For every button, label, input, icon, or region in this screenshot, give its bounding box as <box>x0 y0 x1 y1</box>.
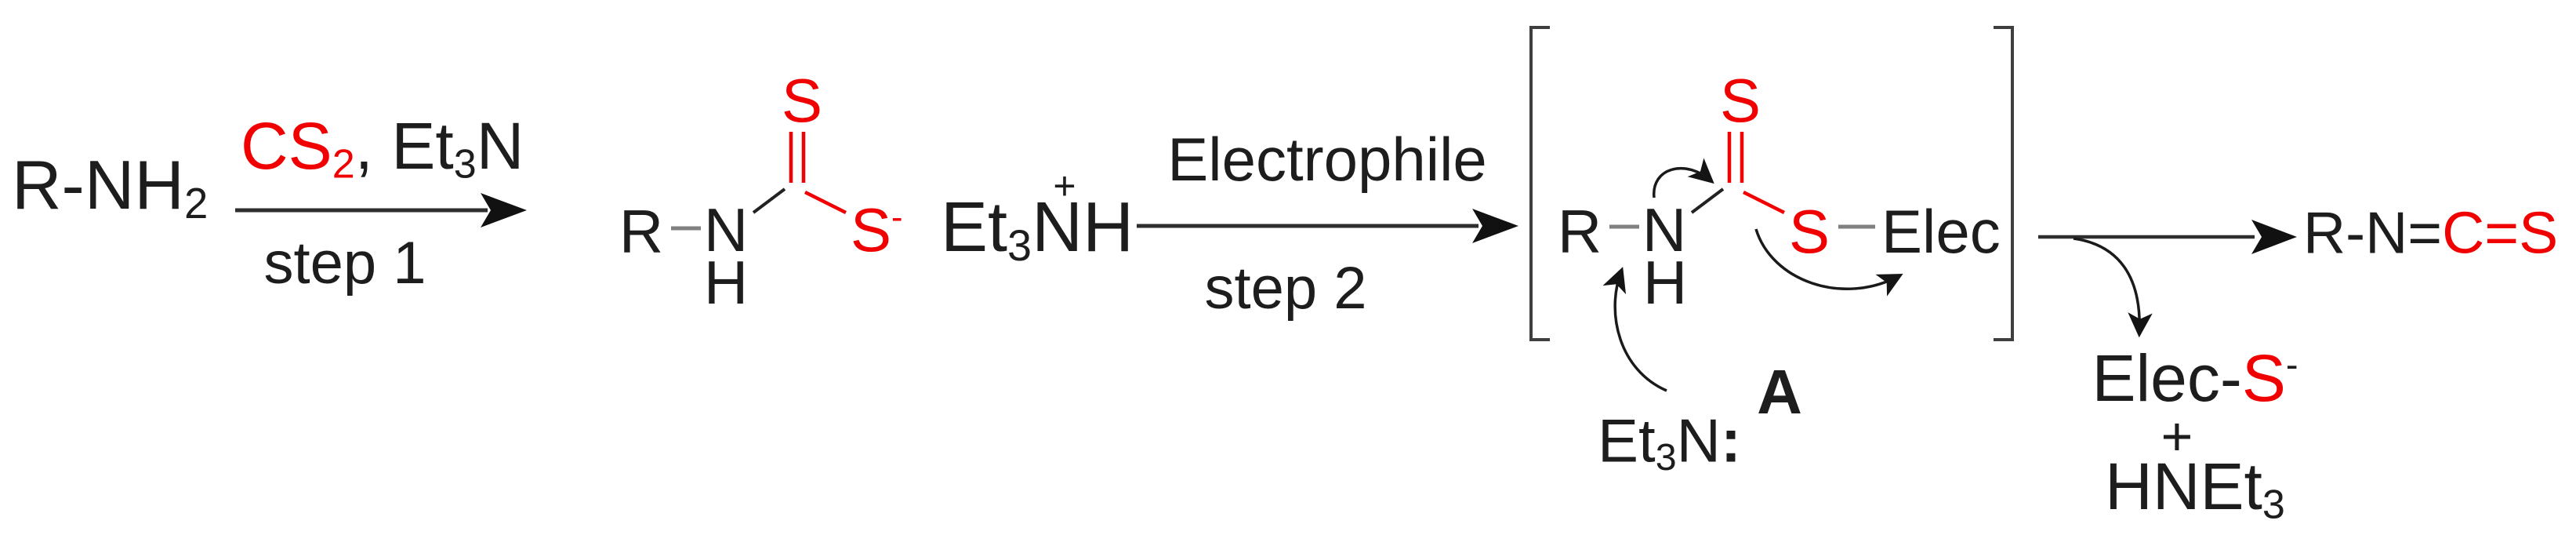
curved-arrow-base-to-h <box>1602 267 1667 392</box>
step2-reaction-arrow <box>1137 209 1518 243</box>
base-subscript: 3 <box>1655 436 1677 479</box>
dithiocarbamate-h-atom: H <box>703 248 749 317</box>
intermediate-r-group: R <box>1557 197 1602 266</box>
base-n-atom: N <box>1676 406 1721 475</box>
intermediate-electrophile-group: Elec <box>1881 197 2001 266</box>
step1-reagents-label: CS2, Et3N <box>241 113 524 185</box>
step1-reaction-arrow <box>235 193 527 227</box>
curved-arrow-byproduct-branch <box>2073 237 2153 338</box>
s-anion-atom: S <box>851 195 892 264</box>
intermediate-bonds <box>1609 132 1875 229</box>
intermediate-h-atom: H <box>1642 248 1688 317</box>
base-formula: Et3N: <box>1598 410 1741 477</box>
et3n-label-start: , Et <box>354 109 454 184</box>
curved-arrow-n-to-c <box>1653 158 1714 198</box>
counterion-plus-charge: + <box>1053 164 1076 208</box>
dithiocarbamate-n-atom: N <box>703 195 749 264</box>
byproduct-amine-subscript: 3 <box>2262 482 2285 528</box>
step2-caption: step 2 <box>1204 255 1367 322</box>
intermediate-s-bridge-atom: S <box>1788 197 1830 266</box>
product-black-part: R-N= <box>2303 199 2443 266</box>
base-main: Et <box>1598 406 1656 475</box>
et3n-label-end: N <box>476 109 524 184</box>
byproduct-s-atom: S <box>2241 341 2286 415</box>
left-bracket <box>1529 26 1550 341</box>
byproduct-amine-main: HNEt <box>2105 449 2262 524</box>
dithiocarbamate-s-top-atom: S <box>781 66 823 135</box>
intermediate-s-top-atom: S <box>1719 66 1761 135</box>
byproduct-ammonium: HNEt3 <box>2105 453 2285 526</box>
curved-arrow-s-to-elec <box>1754 228 1903 297</box>
final-reaction-arrow <box>2038 220 2297 254</box>
counterion-subscript: 3 <box>1007 220 1032 271</box>
byproduct-thiolate: Elec-S- <box>2092 345 2298 411</box>
dithiocarbamate-s-anion: S- <box>851 199 903 260</box>
counterion-formula: Et3NH <box>941 192 1134 268</box>
lone-pair-colon: : <box>1720 406 1741 475</box>
dithiocarbamate-bonds <box>671 132 847 231</box>
cs2-subscript: 2 <box>332 141 355 187</box>
bond-n-c <box>752 187 786 214</box>
step1-caption: step 1 <box>263 230 426 297</box>
s-anion-charge: - <box>891 198 903 237</box>
reactant-formula: R-NH2 <box>12 151 208 226</box>
byproduct-s-charge: - <box>2285 343 2298 385</box>
bond-n-c <box>1690 187 1725 214</box>
bond-c-s-bridge <box>1742 190 1786 215</box>
product-red-part: C=S <box>2442 199 2559 266</box>
right-bracket <box>1994 26 2014 341</box>
byproduct-elec-part: Elec- <box>2092 341 2242 415</box>
intermediate-n-atom: N <box>1642 195 1687 264</box>
bond-c-s-anion <box>804 190 847 215</box>
et3n-subscript: 3 <box>453 141 477 187</box>
reactant-subscript: 2 <box>183 180 209 228</box>
counterion-main: Et <box>941 187 1008 267</box>
dithiocarbamate-r-group: R <box>619 197 664 266</box>
step2-reagent-label: Electrophile <box>1167 125 1487 194</box>
product-formula: R-N=C=S <box>2303 203 2558 263</box>
reactant-main: R-NH <box>12 146 184 224</box>
counterion-end: NH <box>1032 187 1134 267</box>
cs2-label: CS <box>241 109 332 184</box>
byproduct-plus-sign: + <box>2161 406 2193 467</box>
intermediate-a-label: A <box>1757 357 1802 427</box>
